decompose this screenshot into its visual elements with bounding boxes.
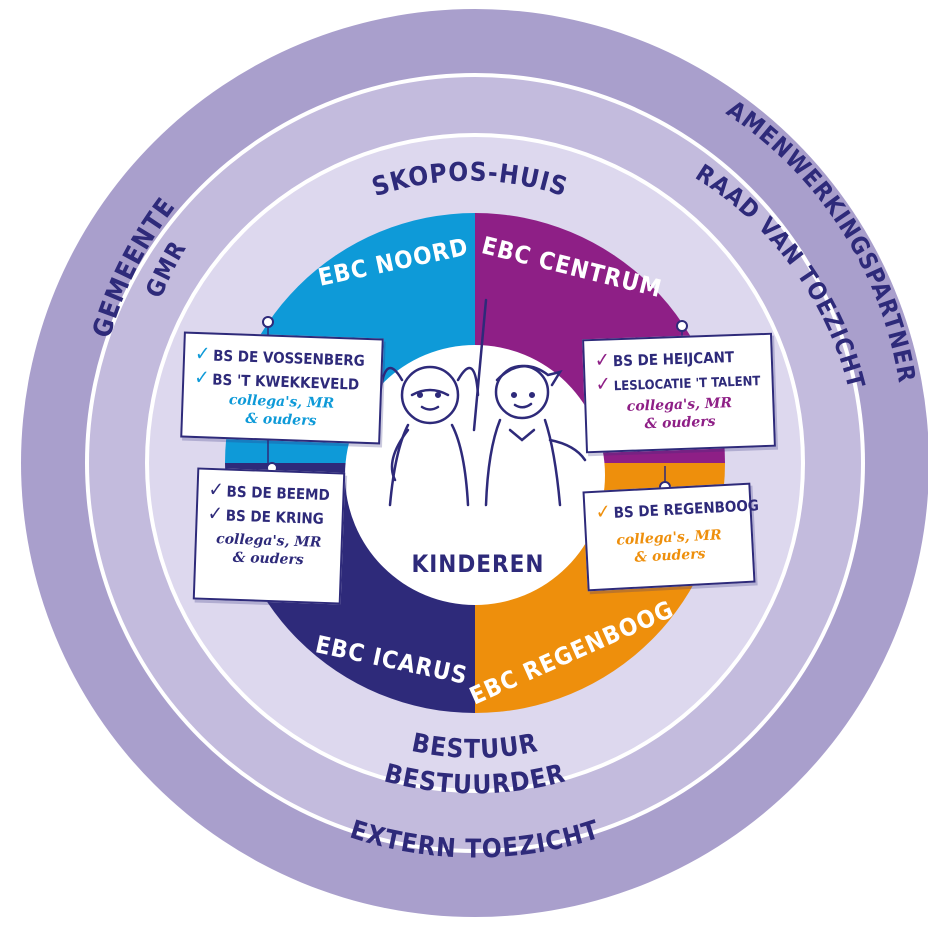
check-icon: ✓ <box>595 371 612 396</box>
school-name: BS DE KRING <box>225 506 325 528</box>
pin-icon <box>262 316 274 328</box>
card-ebc-centrum: ✓BS DE HEIJCANT ✓LESLOCATIE 'T TALENT co… <box>582 332 776 454</box>
center-label-kinderen: KINDEREN <box>412 550 545 578</box>
school-name: BS DE REGENBOOG <box>613 496 760 522</box>
card-ebc-noord: ✓BS DE VOSSENBERG ✓BS 'T KWEKKEVELD coll… <box>180 331 384 445</box>
school-name: BS DE BEEMD <box>226 482 331 505</box>
school-name: LESLOCATIE 'T TALENT <box>613 374 761 395</box>
pin-icon <box>676 320 688 332</box>
check-icon: ✓ <box>207 500 224 526</box>
school-name: BS DE HEIJCANT <box>612 348 735 371</box>
card-row: ✓BS DE REGENBOOG <box>594 493 759 525</box>
check-icon: ✓ <box>193 364 210 390</box>
school-name: BS 'T KWEKKEVELD <box>212 370 360 394</box>
card-ebc-regenboog: ✓BS DE REGENBOOG collega's, MR & ouders <box>582 482 759 592</box>
card-ebc-icarus: ✓BS DE BEEMD ✓BS DE KRING collega's, MR … <box>192 467 346 605</box>
card-row: ✓BS DE KRING <box>207 500 332 530</box>
check-icon: ✓ <box>594 499 612 524</box>
check-icon: ✓ <box>208 476 225 502</box>
check-icon: ✓ <box>194 340 211 366</box>
check-icon: ✓ <box>594 347 611 372</box>
